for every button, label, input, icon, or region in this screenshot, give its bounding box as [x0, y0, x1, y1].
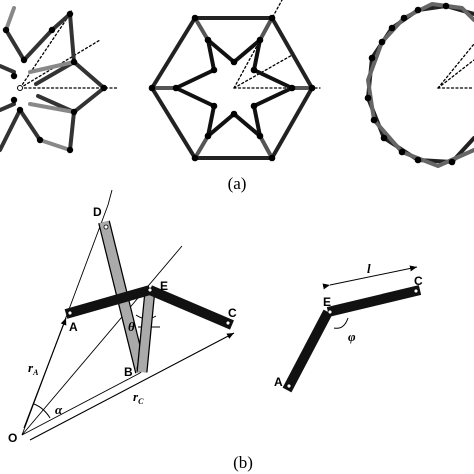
panel-a: (a) [0, 0, 474, 193]
phi-arc [333, 317, 349, 329]
link-AEC [64, 285, 234, 330]
label-link-C: C [414, 274, 423, 288]
vector-rA [23, 317, 67, 429]
star-configuration [0, 6, 119, 154]
vector-rC [29, 332, 235, 441]
label-alpha: α [55, 402, 63, 417]
label-rC: rC [133, 389, 144, 406]
caption-a: (a) [228, 174, 247, 193]
label-theta: θ [128, 319, 135, 334]
label-C: C [228, 306, 237, 320]
circular-configuration [364, 2, 474, 168]
hexagram-configuration [148, 0, 321, 162]
label-A: A [69, 320, 78, 334]
label-link-A: A [274, 375, 283, 389]
link-EB [136, 289, 156, 373]
two-link-element: A E C l φ [274, 261, 423, 393]
caption-b: (b) [233, 453, 253, 472]
label-D: D [93, 205, 102, 219]
label-O: O [8, 431, 17, 445]
label-phi: φ [348, 329, 356, 344]
label-link-E: E [323, 295, 331, 309]
alpha-arc [33, 403, 51, 419]
label-l: l [367, 261, 371, 276]
label-rA: rA [28, 360, 39, 377]
length-arrow [322, 265, 418, 290]
label-B: B [124, 365, 133, 379]
position-vectors [23, 317, 235, 441]
label-E: E [160, 279, 168, 293]
panel-b: D E A C B O θ α rA rC A E C l [8, 189, 423, 472]
